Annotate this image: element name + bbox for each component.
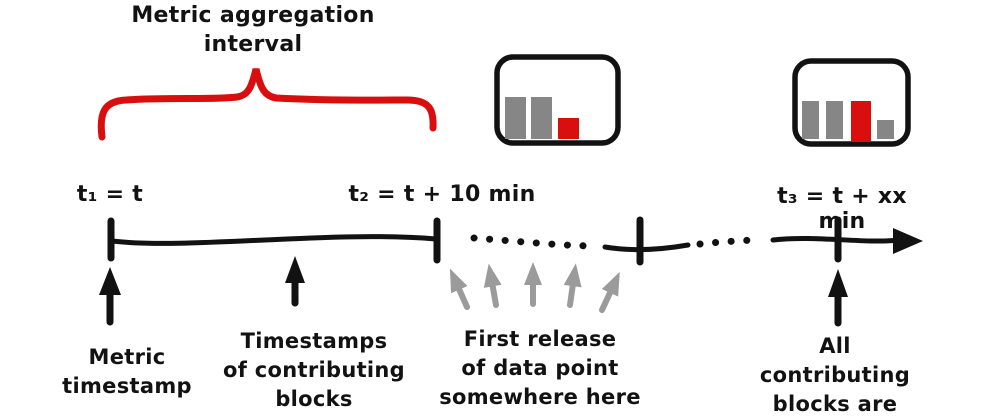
release-arrow-2 (483, 263, 502, 308)
contributing-blocks-label: Timestamps of contributing blocks (223, 329, 405, 411)
gray-bar (826, 101, 843, 139)
chart-frame (494, 54, 621, 146)
arrow-head (99, 267, 121, 295)
timeline-segment-1 (109, 234, 439, 246)
release-arrow-4 (563, 263, 582, 308)
all-blocks-arrow (828, 269, 848, 327)
arrow-shaft (489, 280, 499, 308)
arrow-shaft (567, 280, 577, 308)
timeline-arrowhead (893, 228, 923, 254)
gray-bar (802, 101, 819, 139)
arrow-head (483, 263, 502, 288)
timeline-segment-2 (602, 242, 691, 253)
gray-bar (877, 120, 894, 139)
release-arrow-3 (524, 262, 542, 307)
arrow-head (524, 262, 542, 285)
red-bar (851, 101, 871, 142)
red-bar (558, 118, 579, 139)
arrow-head (563, 263, 582, 288)
aggregation-interval-brace (97, 68, 437, 141)
release-arrow-5 (599, 271, 620, 313)
all-blocks-label: All contributing blocks are included (759, 334, 911, 416)
t1-label: t₁ = t (76, 182, 144, 207)
arrow-shaft (599, 287, 615, 313)
timeline-axis (107, 216, 923, 266)
arrow-head (828, 269, 848, 297)
metric-timestamp-label: Metric timestamp (62, 345, 192, 398)
contributing-blocks-arrow (285, 256, 305, 307)
bar-chart-complete-icon (792, 58, 911, 147)
timeline-dotted-1 (470, 234, 599, 250)
timeline-dotted-2 (696, 236, 766, 248)
gray-bar (531, 97, 552, 139)
metric-timestamp-arrow (99, 267, 121, 326)
bar-chart-partial-icon (494, 54, 621, 146)
release-arrow-1 (449, 268, 470, 310)
t3-label: t₃ = t + xx min (777, 184, 907, 234)
arrow-head (601, 271, 620, 297)
gray-bar (505, 97, 526, 139)
arrow-head (449, 268, 468, 294)
first-release-label: First release of data point somewhere he… (439, 327, 641, 409)
brace-title: Metric aggregation interval (131, 3, 375, 57)
t2-label: t₂ = t + 10 min (348, 182, 536, 207)
arrow-head (285, 256, 305, 283)
arrow-shaft (455, 283, 470, 310)
